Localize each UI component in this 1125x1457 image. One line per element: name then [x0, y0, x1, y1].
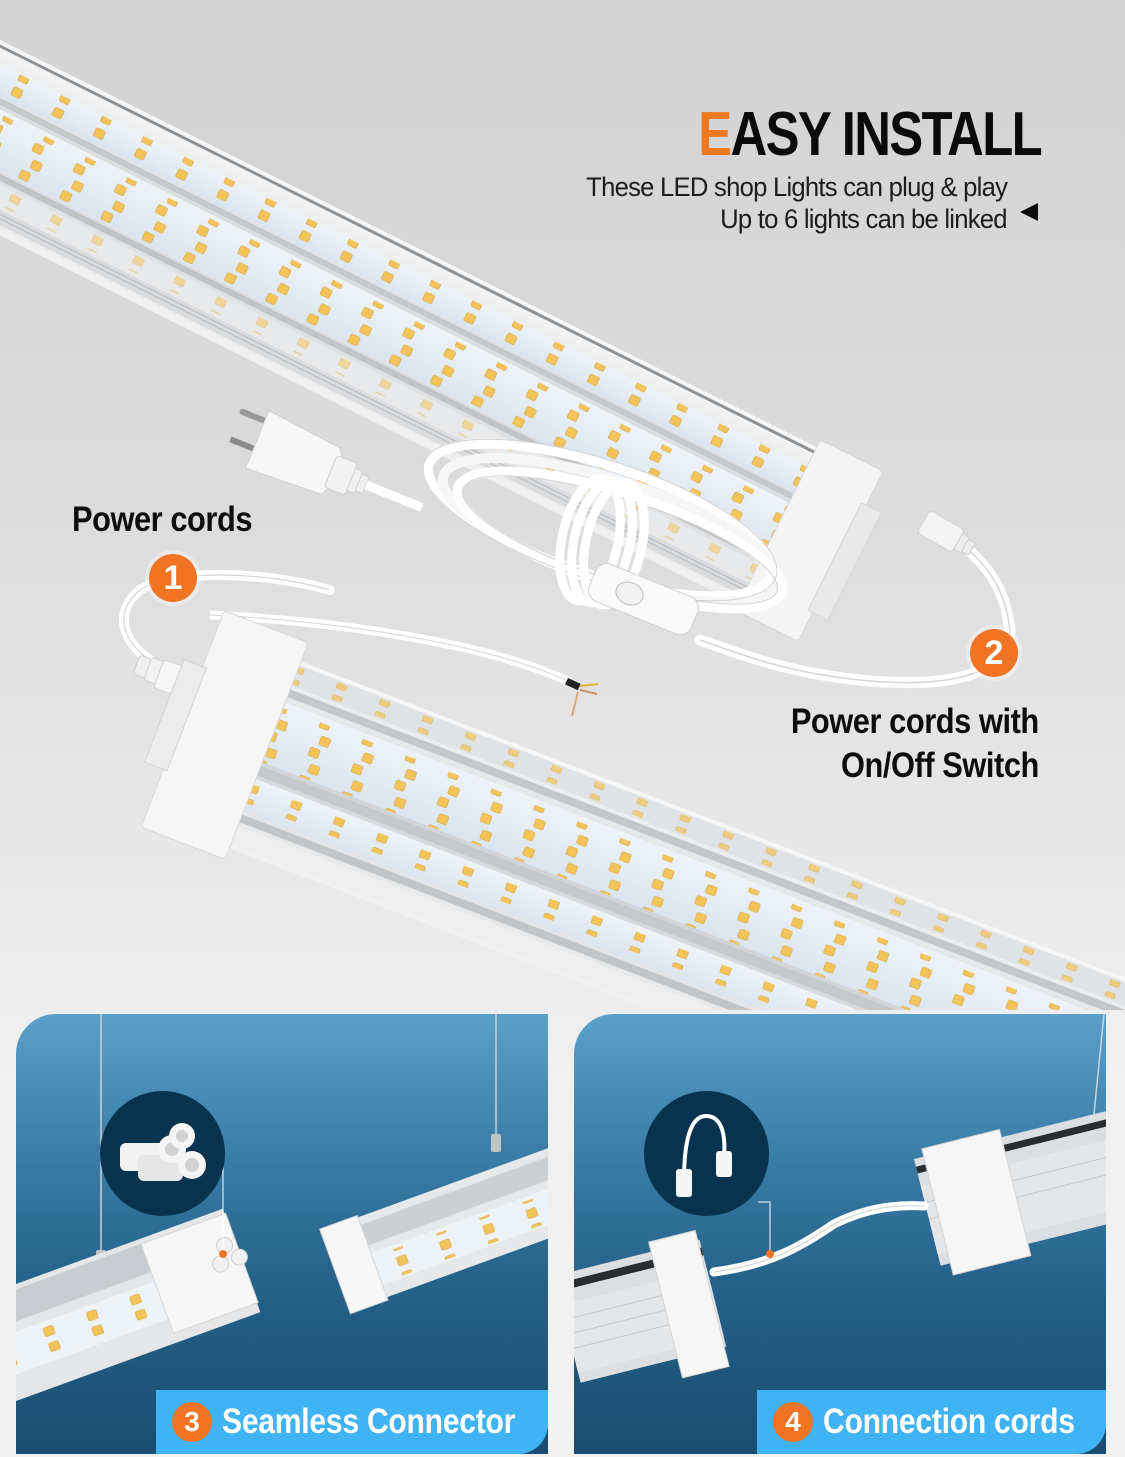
callout-badge-2: 2 [970, 629, 1018, 677]
seamless-connector-panel: 3 Seamless Connector [16, 1014, 548, 1454]
triangle-left-icon [1020, 203, 1038, 221]
caption-badge-3: 3 [172, 1402, 212, 1442]
seamless-connector-caption: 3 Seamless Connector [156, 1390, 548, 1454]
lower-light-bar [141, 611, 1125, 1010]
connector-scene [16, 1014, 548, 1402]
on-off-switch-icon [588, 563, 699, 636]
stripped-wires-icon [565, 677, 599, 717]
callout-switch-cord-label-line-2: On/Off Switch [841, 746, 1039, 785]
connection-cord-scene [574, 1014, 1106, 1383]
page-headline: EASY INSTALL [698, 104, 1042, 166]
connection-cord-icon [676, 1113, 732, 1197]
caption-text: Seamless Connector [222, 1402, 516, 1441]
connection-cords-panel: 4 Connection cords [574, 1014, 1106, 1454]
caption-badge-4: 4 [773, 1402, 813, 1442]
three-way-connector-icon [120, 1123, 206, 1181]
connection-cord-inset-circle [644, 1091, 769, 1216]
callout-switch-cord-label-line-1: Power cords with [791, 702, 1039, 741]
caption-text: Connection cords [823, 1402, 1075, 1441]
connection-cords-caption: 4 Connection cords [757, 1390, 1106, 1454]
headline-text: ASY INSTALL [730, 100, 1042, 169]
hero-illustration [0, 30, 1125, 1010]
headline-accent-letter: E [698, 100, 732, 169]
subtitle-line-1: These LED shop Lights can plug & play [585, 172, 1008, 202]
subtitle-line-2: Up to 6 lights can be linked [720, 204, 1007, 234]
us-plug-icon [229, 408, 424, 512]
callout-badge-1: 1 [149, 554, 197, 602]
connector-inset-circle [100, 1091, 225, 1216]
callout-power-cords-label: Power cords [72, 500, 253, 539]
